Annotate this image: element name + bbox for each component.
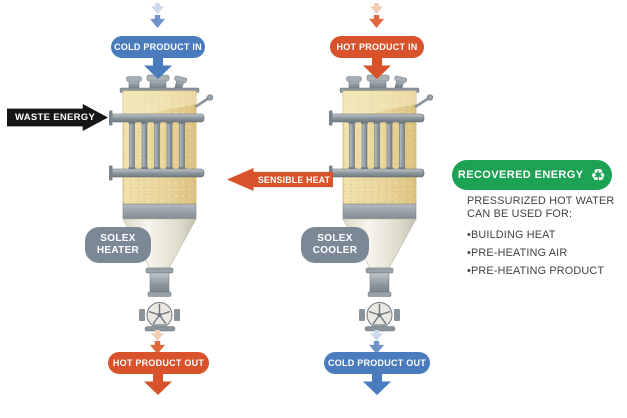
flow-chevron-faint [370, 330, 383, 341]
solex-heater-badge: SOLEX HEATER [85, 227, 151, 263]
list-item: •BUILDING HEAT [467, 229, 556, 241]
recovered-energy-badge: RECOVERED ENERGY ♻ [452, 160, 612, 190]
sensible-heat-arrow: SENSIBLE HEAT [227, 168, 333, 191]
flow-chevron-faint [151, 330, 164, 341]
list-item: •PRE-HEATING PRODUCT [467, 265, 605, 277]
hot-product-out-label: HOT PRODUCT OUT [108, 352, 209, 374]
cold-product-out-label: COLD PRODUCT OUT [324, 352, 430, 374]
unit-name-line2: HEATER [96, 245, 140, 256]
flow-chevron-faint [370, 3, 383, 14]
sensible-heat-label: SENSIBLE HEAT [257, 174, 331, 185]
description-line2: CAN BE USED FOR: [467, 207, 573, 220]
unit-name-line2: COOLER [312, 245, 358, 256]
list-item: •PRE-HEATING AIR [467, 247, 568, 259]
uses-list: •BUILDING HEAT •PRE-HEATING AIR •PRE-HEA… [467, 226, 622, 280]
unit-name-line1: SOLEX [317, 233, 353, 244]
description-line1: PRESSURIZED HOT WATER [467, 195, 615, 207]
waste-energy-label: WASTE ENERGY [15, 112, 96, 123]
cold-product-in-label: COLD PRODUCT IN [111, 36, 205, 58]
solex-cooler-badge: SOLEX COOLER [301, 227, 369, 263]
heat-exchanger-vessel-left [107, 73, 215, 333]
flow-chevron-faint [151, 3, 164, 14]
recovered-energy-description: PRESSURIZED HOT WATER CAN BE USED FOR: •… [467, 195, 622, 280]
heat-exchanger-vessel-right [327, 73, 435, 333]
hot-product-in-label: HOT PRODUCT IN [330, 36, 424, 58]
recycle-icon: ♻ [590, 165, 607, 185]
recovered-energy-label: RECOVERED ENERGY [457, 169, 584, 181]
unit-name-line1: SOLEX [100, 233, 136, 244]
